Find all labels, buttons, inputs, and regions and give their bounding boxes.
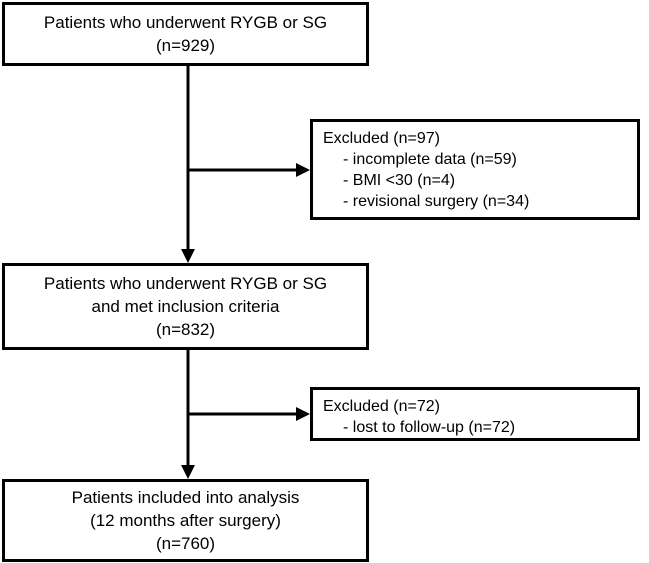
- arrowhead-to-analyzed: [181, 465, 195, 479]
- arrowhead-to-exclusion-1: [296, 163, 310, 177]
- screened-title: Patients who underwent RYGB or SG: [43, 13, 328, 32]
- analyzed-title: Patients included into analysis: [71, 488, 300, 507]
- eligible-subtitle: and met inclusion criteria: [91, 297, 280, 316]
- exclusion-box-1: Excluded (n=97) - incomplete data (n=59)…: [310, 119, 640, 220]
- analyzed-count: (n=760): [155, 534, 216, 553]
- exclusion-1-reason: - incomplete data (n=59): [343, 151, 517, 168]
- analyzed-patients-box: Patients included into analysis (12 mont…: [2, 479, 369, 562]
- eligible-count: (n=832): [155, 320, 216, 339]
- eligible-title: Patients who underwent RYGB or SG: [43, 274, 328, 293]
- exclusion-2-heading: Excluded (n=72): [323, 398, 440, 415]
- screened-patients-box: Patients who underwent RYGB or SG (n=929…: [2, 2, 369, 66]
- exclusion-box-2: Excluded (n=72) - lost to follow-up (n=7…: [310, 387, 640, 441]
- arrowhead-to-eligible: [181, 249, 195, 263]
- eligible-patients-box: Patients who underwent RYGB or SG and me…: [2, 263, 369, 350]
- exclusion-1-reason: - revisional surgery (n=34): [343, 193, 530, 210]
- screened-count: (n=929): [155, 36, 216, 55]
- arrowhead-to-exclusion-2: [296, 407, 310, 421]
- exclusion-2-reason: - lost to follow-up (n=72): [343, 419, 516, 436]
- exclusion-1-reason: - BMI <30 (n=4): [343, 172, 456, 189]
- analyzed-subtitle: (12 months after surgery): [90, 511, 281, 530]
- exclusion-1-heading: Excluded (n=97): [323, 130, 440, 147]
